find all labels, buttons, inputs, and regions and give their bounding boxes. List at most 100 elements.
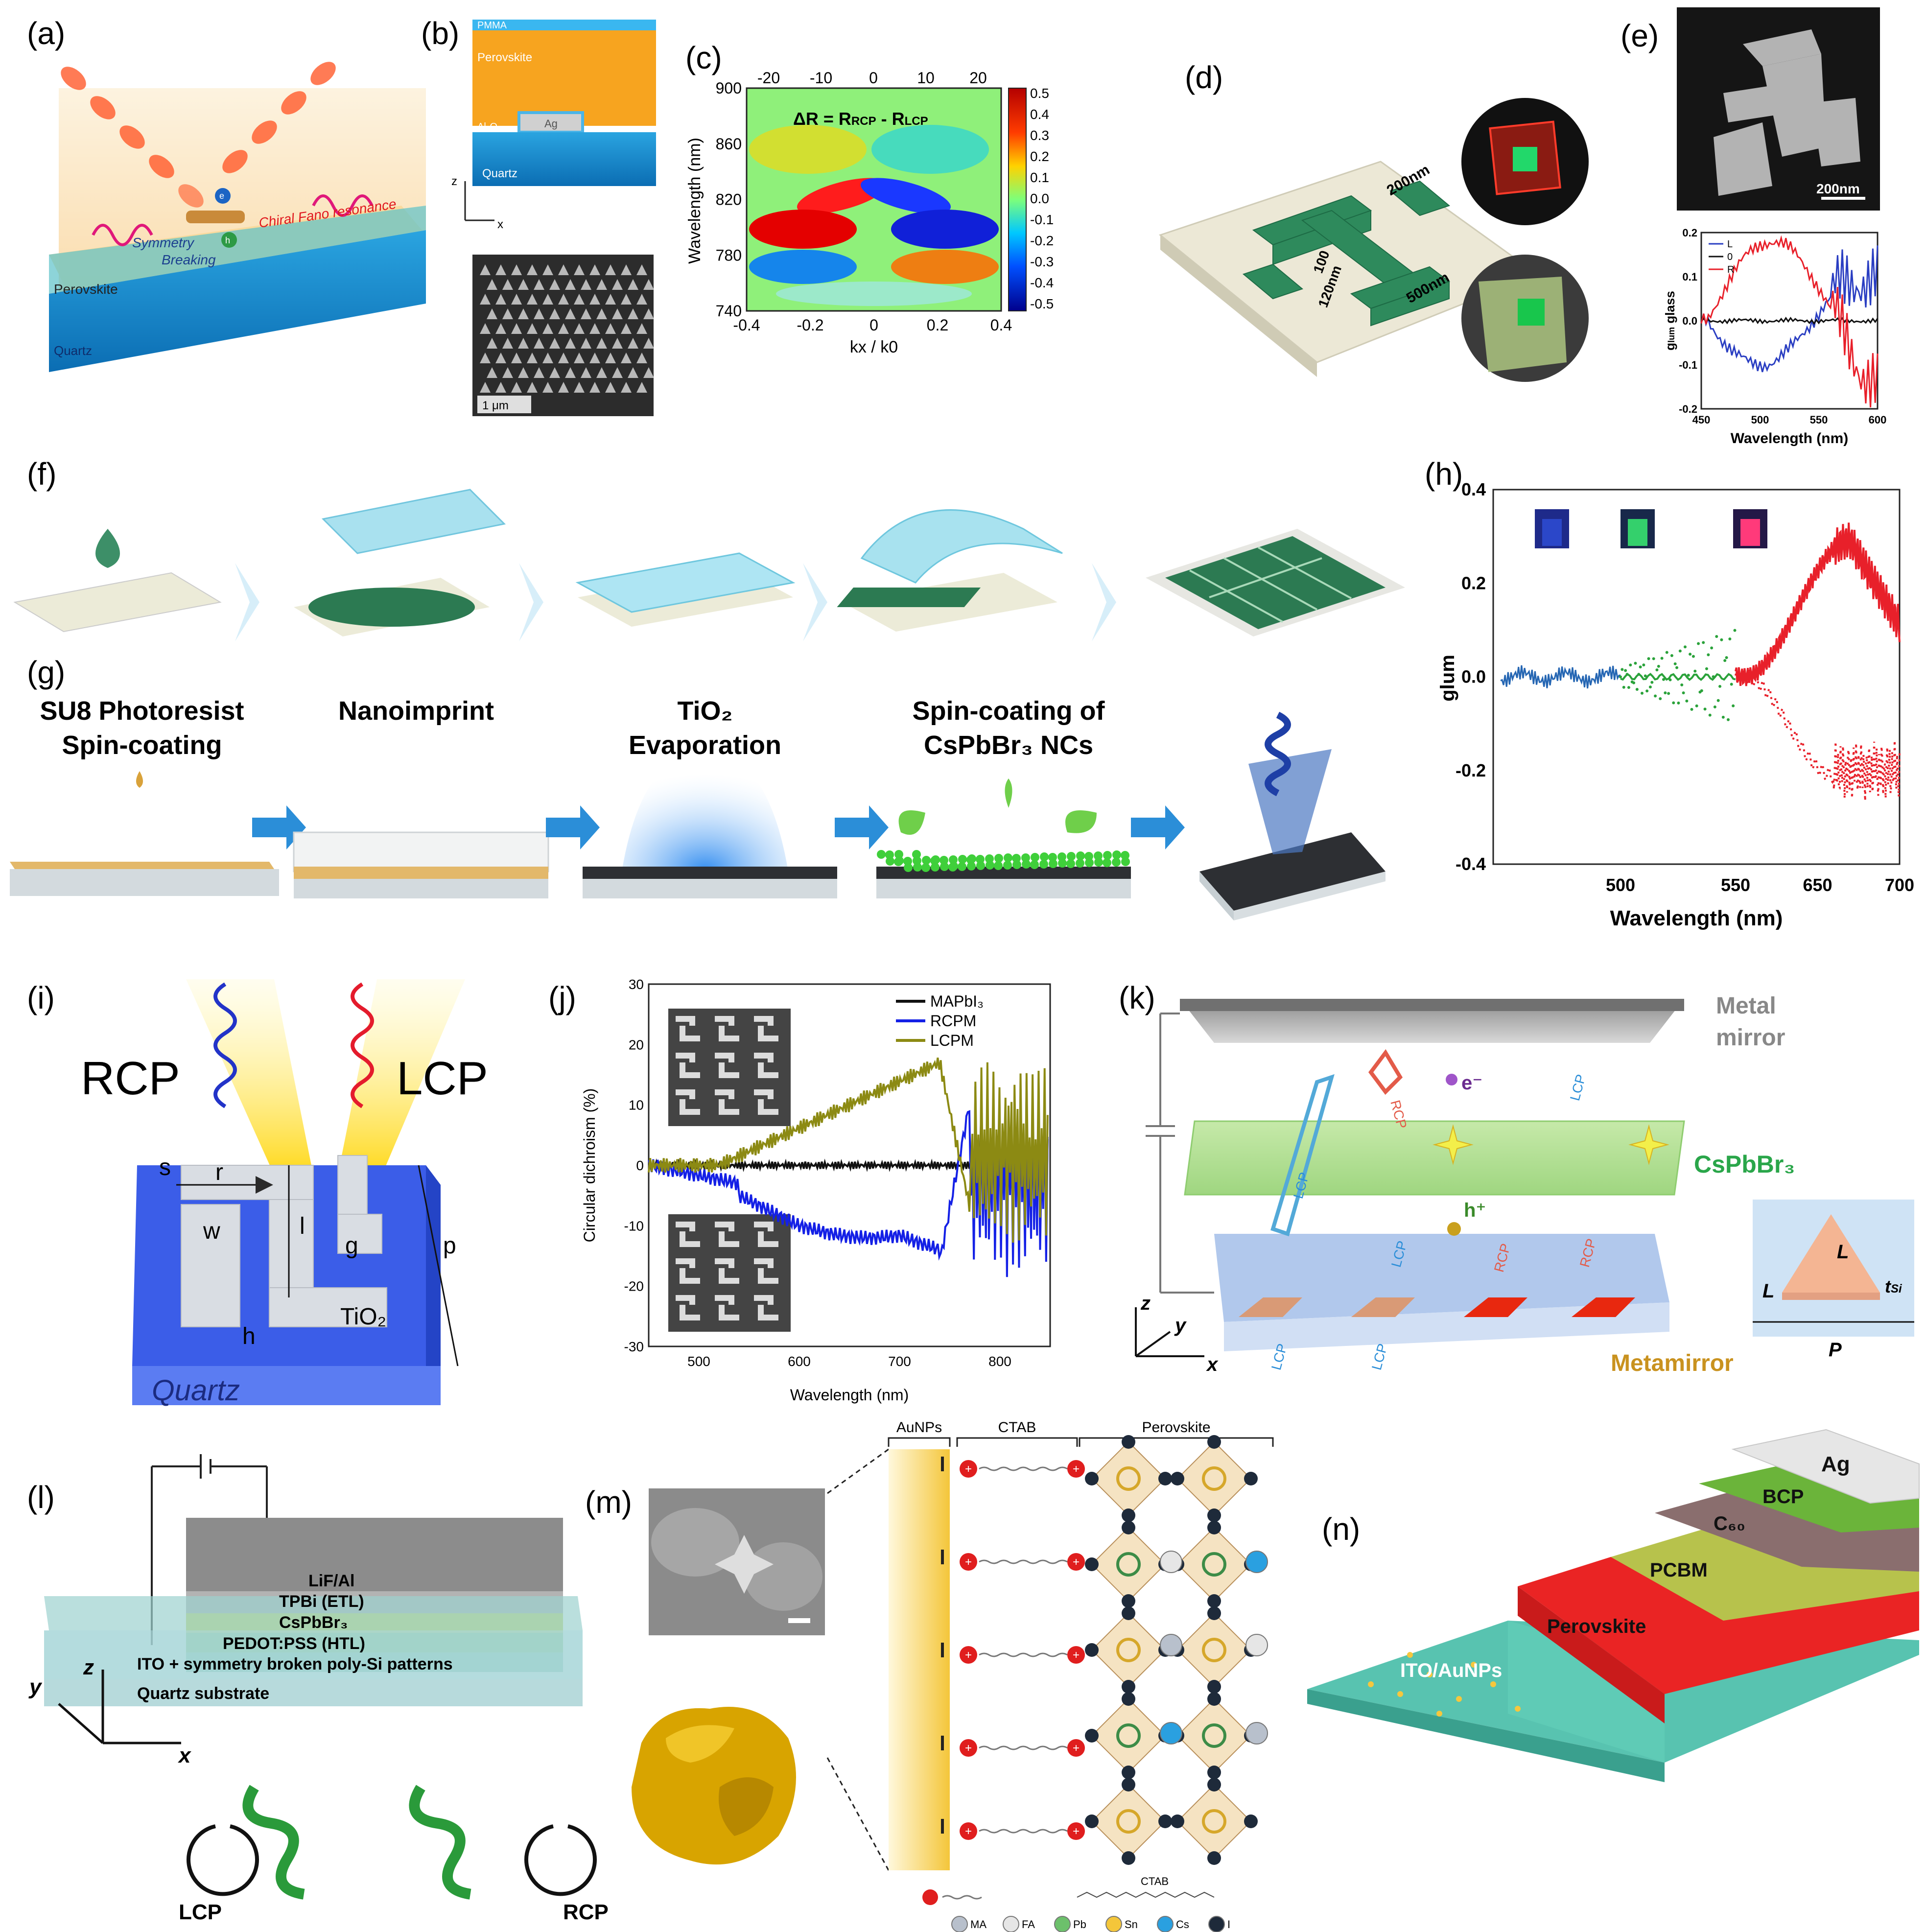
header-bracket [888,1437,951,1447]
dim-L-horizontal: L [1762,1280,1774,1302]
sem-triangle [636,382,647,393]
sem-triangle [558,323,569,334]
sem-triangle [643,338,654,349]
octahedron [1091,1698,1166,1773]
series-red-solid [1735,522,1901,686]
series-0 [1700,316,1879,325]
green-dot [1721,715,1725,719]
green-dot [1655,668,1659,672]
green-dot [1720,638,1723,641]
sem-triangle [589,382,600,393]
green-dot [1725,656,1728,660]
ctab-plus-left [960,1460,977,1478]
green-dot [1625,673,1629,676]
cd-ytick: 10 [629,1098,644,1113]
sem-triangle [495,382,506,393]
glum-ytick-h: 0.2 [1461,573,1486,593]
nc-dot [1031,853,1039,862]
sem-triangle [605,294,616,305]
nc-dot [1084,852,1093,861]
layer-ag [1731,1429,1920,1504]
halide-ion [1207,1692,1221,1706]
step1-line1: SU8 Photoresist [40,696,244,726]
panel-label-l: (l) [27,1480,55,1515]
dim-w: w [203,1218,220,1244]
cd-ytick: 20 [629,1037,644,1052]
halide-ion [1207,1594,1221,1608]
sem-triangle [621,382,632,393]
sem-triangle [518,308,529,319]
legend-ion-label: Cs [1176,1918,1189,1931]
sem-triangle [596,367,607,378]
colorbar-tick: -0.4 [1030,275,1054,290]
cd-xtick: 600 [788,1354,811,1369]
dim-r: r [215,1159,223,1185]
sem-triangle [511,382,522,393]
lcp-label-l: LCP [179,1900,222,1924]
nc-dot [1103,851,1112,860]
metal-label-1: Metal [1716,993,1776,1019]
nc-dot [921,863,930,872]
sem-triangle [605,323,616,334]
panel-b: (b) PMMA Perovskite Ag Al₂O₃ Quartz z x … [421,16,656,416]
sem-triangle [565,338,576,349]
al2o3-label: Al₂O₃ [477,121,501,132]
sem-inset-unit [676,1222,700,1247]
plus-sign: + [965,1742,972,1755]
plus-sign: + [1073,1825,1080,1838]
green-dot [1621,668,1624,671]
lcp-arrow-label-5: LCP [1369,1342,1390,1372]
green-dot [1718,684,1722,688]
layer-label-l: CsPbBr₃ [279,1613,348,1632]
heatmap-ytick: 740 [716,302,742,320]
header-label-m: AuNPs [896,1419,942,1436]
glum-xtick-h: 700 [1885,875,1914,895]
halide-ion [1122,1680,1135,1694]
halide-ion [1085,1729,1099,1743]
sem-triangle [612,338,623,349]
sem-triangle [589,264,600,275]
ctab-chain [979,1829,1068,1834]
perovskite-label-a: Perovskite [54,282,118,297]
panel-label-e: (e) [1621,18,1659,53]
nc-dot [904,863,913,872]
nc-dot [1004,853,1012,862]
sem-inset-unit [754,1258,778,1284]
nc-dot [976,861,985,870]
legend-ion [1054,1916,1071,1932]
sem-triangle [511,294,522,305]
green-dot [1693,669,1697,673]
halide-ion [1207,1778,1221,1791]
nc-dot [885,850,894,859]
sem-triangle [527,353,538,363]
layer-label-l: ITO + symmetry broken poly-Si patterns [137,1655,453,1673]
nc-dot [994,854,1003,863]
sem-triangle [565,367,576,378]
octahedron [1091,1784,1166,1859]
glum-ylabel: glum glass [1663,291,1677,351]
nc-dot [886,857,894,866]
heatmap-xtick: -0.2 [797,316,823,334]
colorbar-tick: 0.0 [1030,191,1049,206]
symmetry-text: Symmetry [132,235,195,250]
cd-ytick: 0 [636,1158,644,1173]
step3-line1: TiO₂ [677,696,732,726]
nc-dot [1022,860,1031,869]
nc-dot [949,855,958,864]
halide-ion [1244,1472,1258,1485]
glum-xlabel: Wavelength (nm) [1731,430,1849,447]
sem-inset-unit [754,1222,778,1247]
halide-ion [1158,1814,1172,1828]
sem-triangle [518,338,529,349]
sem-triangle [558,264,569,275]
label-pcbm: PCBM [1650,1559,1708,1581]
b-site-cation [1202,1552,1226,1577]
green-dot [1634,661,1637,665]
heatmap-xtick: 0 [869,316,878,334]
axis-y-l: y [28,1675,43,1699]
heatmap-ytick: 860 [716,135,742,153]
arrow-3 [835,805,889,849]
green-dot [1677,701,1680,705]
nc-dot [903,857,912,866]
green-dot [1732,704,1735,707]
